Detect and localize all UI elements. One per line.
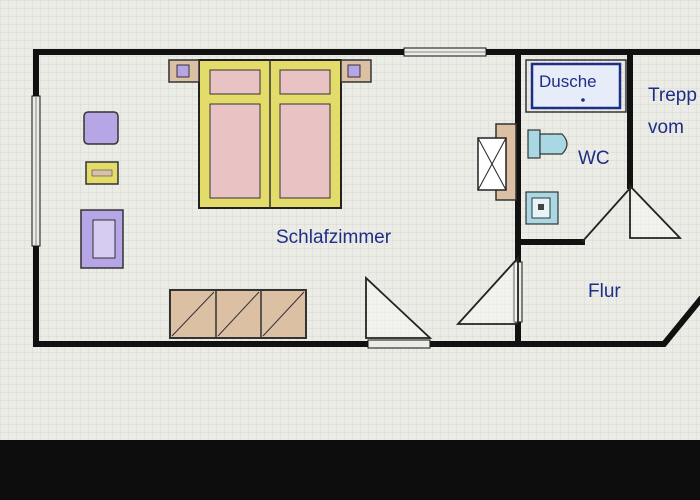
room-label-bedroom: Schlafzimmer [276,227,392,248]
wardrobe-icon [169,289,307,339]
room-label-stairs-line1: Trepp [648,85,697,106]
stool-icon [83,111,119,145]
table-icon [85,161,119,185]
room-label-toilet: WC [578,148,610,169]
washbasin-icon [525,191,559,225]
room-label-hall: Flur [588,281,621,302]
window-icon [367,339,431,349]
mirror-icon [477,123,517,201]
door-swing-icon [581,185,633,243]
nightstand-icon [340,59,372,83]
door-swing-icon [455,255,519,325]
screen-bezel [0,440,700,500]
window-icon [403,47,487,57]
door-swing-icon [629,183,683,239]
armchair-icon [80,209,124,269]
double-bed-icon [198,59,342,209]
toilet-icon [527,129,568,159]
nightstand-icon [168,59,200,83]
room-label-stairs-line2: vom [648,117,684,138]
shower-tray-icon [525,59,627,113]
door-swing-icon [365,275,433,339]
room-label-shower: Dusche [539,72,597,91]
window-icon [31,95,41,247]
